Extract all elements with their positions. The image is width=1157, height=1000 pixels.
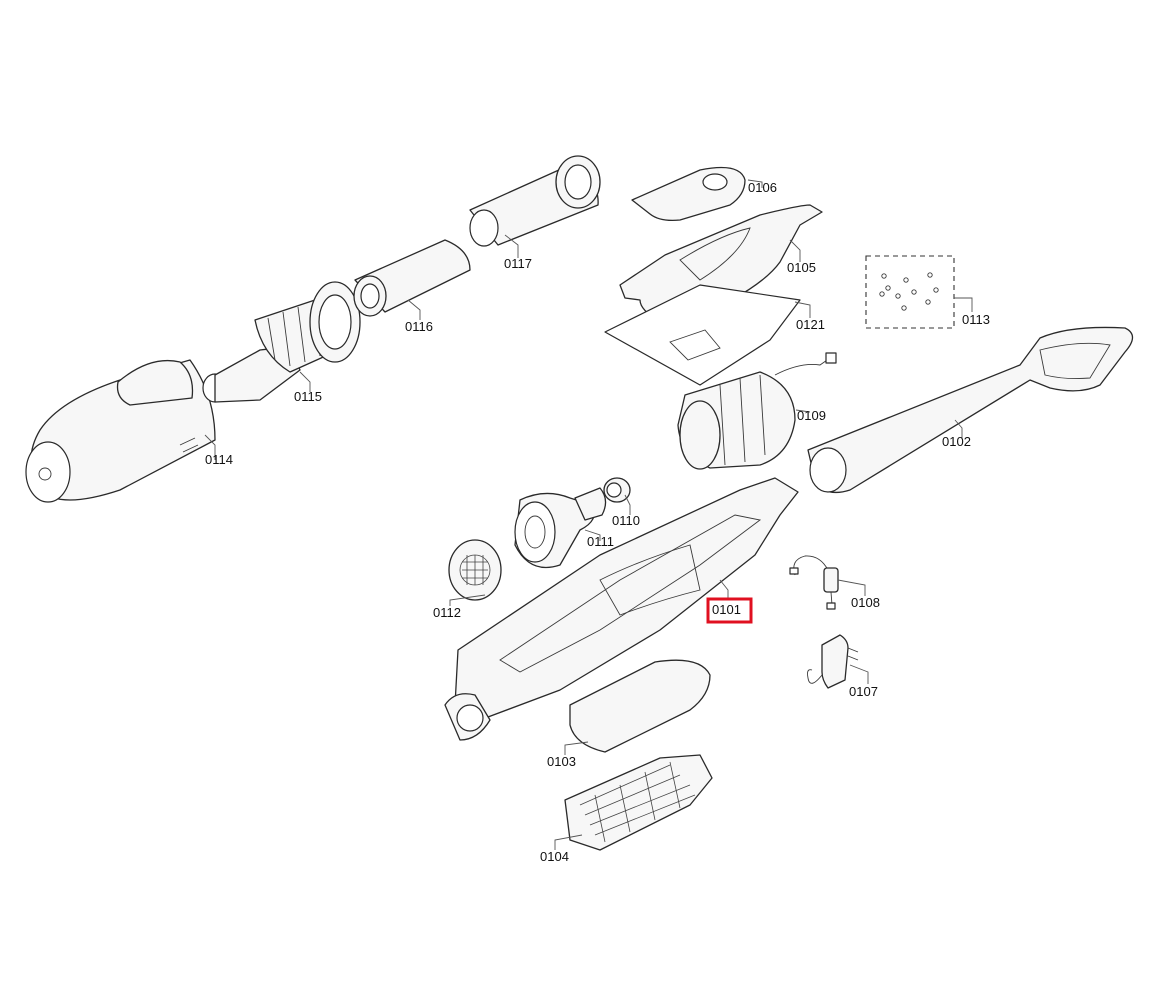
label-0116[interactable]: 0116 <box>405 319 433 334</box>
label-0103[interactable]: 0103 <box>547 754 576 769</box>
part-0108-cable[interactable] <box>789 555 839 610</box>
part-0106-top-clip[interactable] <box>631 166 746 222</box>
label-0105[interactable]: 0105 <box>787 260 816 275</box>
part-0102-handle[interactable] <box>807 326 1134 494</box>
part-0101-main-body[interactable] <box>444 477 799 741</box>
label-0117[interactable]: 0117 <box>504 256 532 271</box>
label-0112[interactable]: 0112 <box>433 605 461 620</box>
part-0121-pad[interactable] <box>604 284 801 386</box>
label-0102[interactable]: 0102 <box>942 434 971 449</box>
label-0115[interactable]: 0115 <box>294 389 322 404</box>
label-0104[interactable]: 0104 <box>540 849 569 864</box>
part-0111-fan-housing[interactable] <box>514 487 607 569</box>
leader-lines <box>204 179 973 850</box>
part-0115-cyclone-unit[interactable] <box>202 281 361 403</box>
label-0114[interactable]: 0114 <box>205 452 233 467</box>
label-0111[interactable]: 0111 <box>587 534 614 549</box>
part-0109-motor[interactable] <box>677 352 837 470</box>
part-0114-dust-container[interactable] <box>25 359 216 503</box>
part-0107-charger[interactable] <box>807 634 859 689</box>
label-0121[interactable]: 0121 <box>796 317 825 332</box>
label-0107[interactable]: 0107 <box>849 684 878 699</box>
part-0104-grille-plate[interactable] <box>564 754 713 851</box>
label-0108[interactable]: 0108 <box>851 595 880 610</box>
label-0113[interactable]: 0113 <box>962 312 990 327</box>
highlight-box <box>706 597 753 624</box>
part-0116-filter-cylinder[interactable] <box>353 239 471 317</box>
part-0110-bearing[interactable] <box>603 477 631 503</box>
part-0112-filter-grille[interactable] <box>448 539 502 601</box>
part-0117-prefilter-tube[interactable] <box>469 155 601 247</box>
part-0105-handle-housing[interactable] <box>619 204 823 323</box>
label-0101[interactable]: 0101 <box>712 602 741 617</box>
part-0103-filter-sponge[interactable] <box>569 659 711 753</box>
label-0109[interactable]: 0109 <box>797 408 826 423</box>
label-0110[interactable]: 0110 <box>612 513 640 528</box>
part-labels: 0114 0115 0116 0117 0106 0105 0121 0113 … <box>205 180 990 864</box>
part-0113-screw-set[interactable] <box>865 255 955 329</box>
label-0106[interactable]: 0106 <box>748 180 777 195</box>
